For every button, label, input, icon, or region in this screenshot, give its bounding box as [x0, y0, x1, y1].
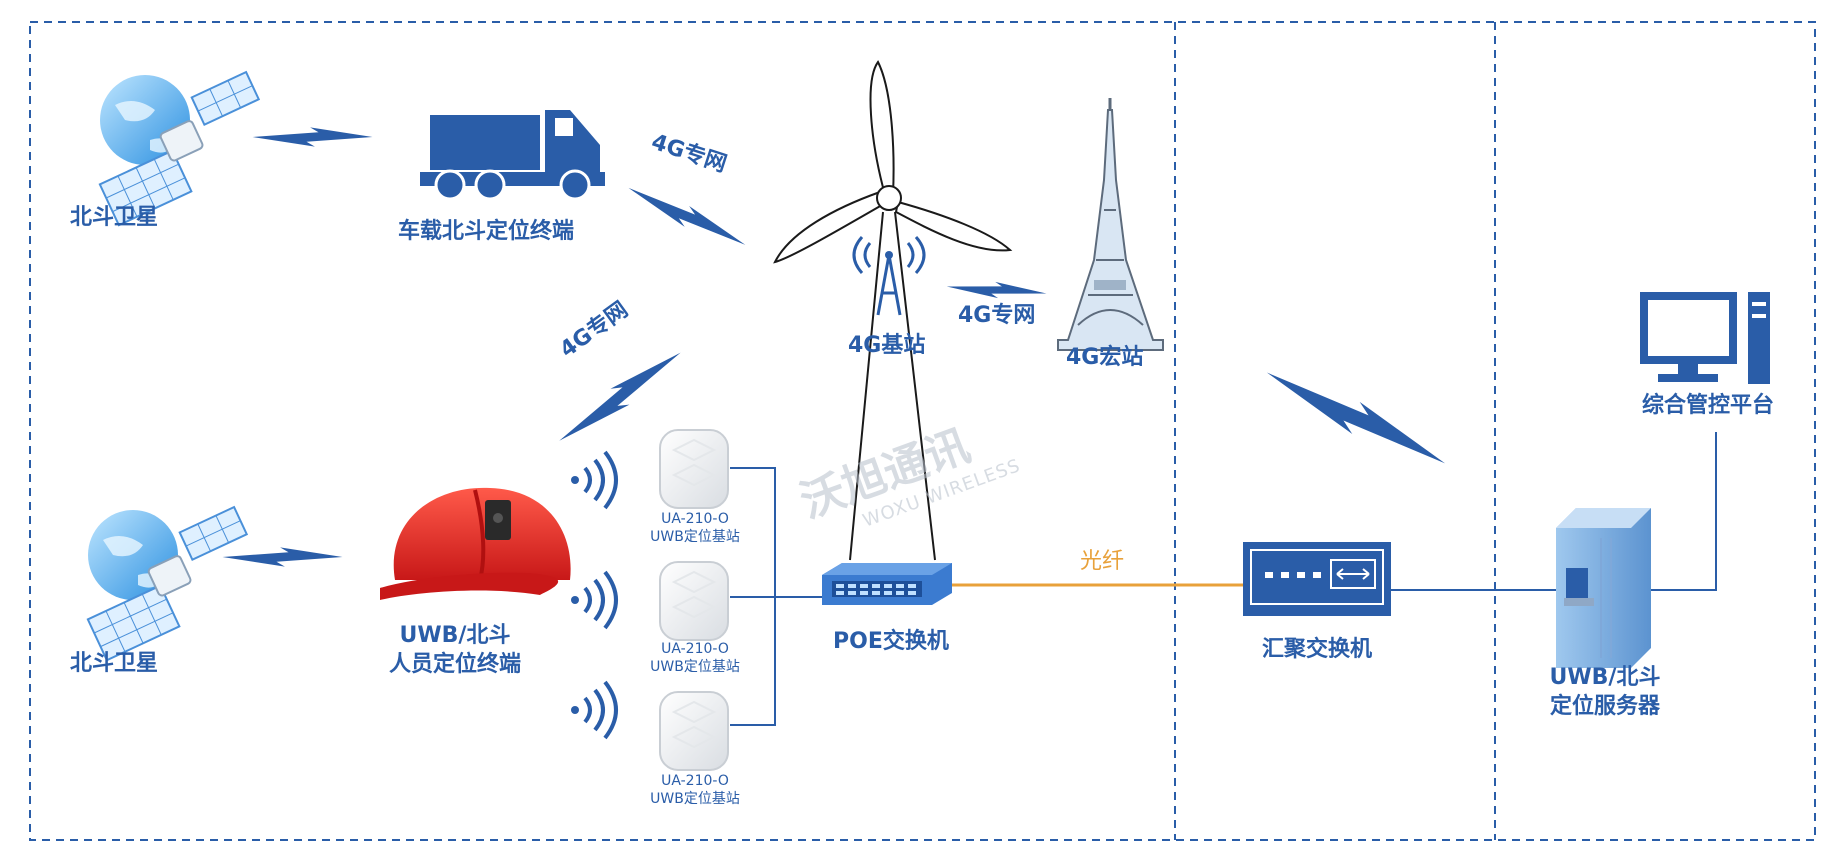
- macro-station-label: 4G宏站: [1066, 345, 1144, 370]
- uwb-base-station-name: UWB定位基站: [650, 659, 740, 676]
- signal-waves-icon: [571, 680, 618, 740]
- wireless-link-icon: [946, 278, 1048, 302]
- satellite-label: 北斗卫星: [70, 205, 159, 230]
- fiber-label: 光纤: [1080, 549, 1125, 574]
- computer-icon: [1640, 292, 1770, 384]
- personnel-terminal-label: UWB/北斗 人员定位终端: [380, 622, 530, 679]
- satellite-icon: [98, 70, 261, 227]
- server-label-line2: 定位服务器: [1549, 693, 1660, 719]
- uwb-base-station-label: UA-210-O UWB定位基站: [640, 510, 750, 546]
- network-label: 4G专网: [958, 303, 1036, 328]
- server-icon: [1556, 508, 1651, 668]
- signal-waves-icon: [571, 450, 618, 510]
- uwb-base-station-icon: [659, 691, 729, 771]
- personnel-terminal-label-line1: UWB/北斗: [399, 623, 511, 648]
- wireless-link-icon: [252, 127, 373, 147]
- personnel-terminal-label-line2: 人员定位终端: [388, 651, 521, 677]
- wireless-link-icon: [623, 178, 750, 255]
- wind-turbine-icon: [773, 60, 1013, 561]
- ethernet-cables: [730, 467, 823, 726]
- uwb-base-station-model: UA-210-O: [661, 641, 729, 657]
- uwb-base-station-name: UWB定位基站: [650, 529, 740, 546]
- signal-waves-icon: [571, 570, 618, 630]
- uwb-base-station-name: UWB定位基站: [650, 791, 740, 808]
- ethernet-cable: [1645, 432, 1717, 591]
- tower-icon: [1057, 98, 1164, 351]
- base-station-label: 4G基站: [848, 333, 926, 358]
- server-label: UWB/北斗 定位服务器: [1530, 664, 1680, 721]
- vehicle-terminal-label: 车载北斗定位终端: [398, 219, 575, 244]
- helmet-icon: [380, 487, 571, 600]
- uwb-base-station-icon: [659, 561, 729, 641]
- uwb-base-station-model: UA-210-O: [661, 773, 729, 789]
- uwb-base-station-model: UA-210-O: [661, 511, 729, 527]
- uwb-base-station-label: UA-210-O UWB定位基站: [640, 640, 750, 676]
- truck-icon: [420, 110, 605, 201]
- wireless-link-icon: [1259, 358, 1453, 478]
- antenna-icon: [852, 236, 926, 316]
- satellite-icon: [86, 505, 249, 662]
- platform-label: 综合管控平台: [1642, 393, 1775, 418]
- switch-icon: [822, 563, 952, 605]
- uwb-base-station-icon: [659, 429, 729, 509]
- aggregation-switch-label: 汇聚交换机: [1262, 637, 1373, 662]
- switch-icon: [1243, 542, 1391, 616]
- wireless-link-icon: [222, 547, 343, 567]
- server-label-line1: UWB/北斗: [1549, 665, 1661, 690]
- poe-switch-label: POE交换机: [833, 629, 949, 654]
- uwb-base-station-label: UA-210-O UWB定位基站: [640, 772, 750, 808]
- satellite-label: 北斗卫星: [70, 651, 159, 676]
